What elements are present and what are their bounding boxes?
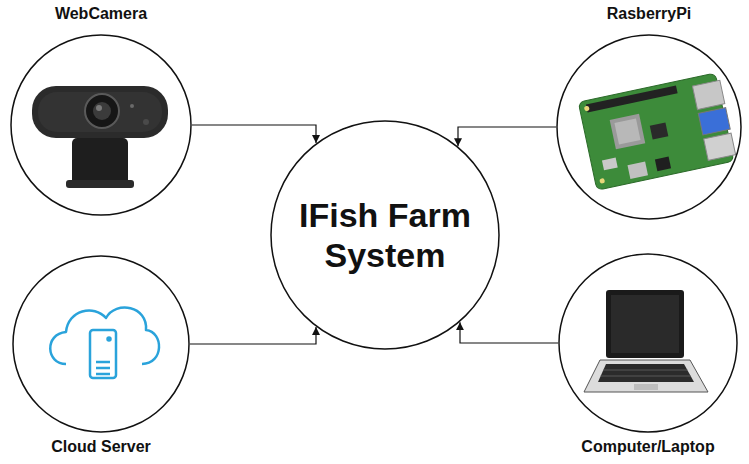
circle-outline	[558, 253, 738, 433]
circle-shape	[11, 35, 191, 215]
circle-outline	[270, 120, 500, 350]
connector-arrow	[190, 327, 316, 344]
cloud-server-icon	[50, 308, 159, 378]
circle-outline	[10, 34, 192, 216]
circle-outline	[12, 255, 190, 433]
connector-arrow	[192, 125, 316, 143]
device-label: Cloud Server	[51, 437, 151, 457]
connector-arrow	[460, 322, 558, 343]
circle-shape	[557, 35, 741, 219]
system-circle: IFish Farm System	[270, 120, 500, 350]
device-label: WebCamera	[55, 4, 147, 24]
raspberry-pi-illustration	[578, 72, 737, 190]
circle-shape	[559, 254, 737, 432]
circle-shape	[271, 121, 499, 349]
system-title: IFish Farm System	[290, 195, 480, 275]
device-label: Computer/Laptop	[581, 437, 714, 457]
device-label: RasberryPi	[607, 4, 692, 24]
laptop-illustration	[584, 290, 708, 392]
connector-arrow	[458, 127, 556, 146]
device-circle: Computer/Laptop	[558, 253, 738, 457]
device-circle: Cloud Server	[12, 255, 190, 457]
circle-shape	[13, 256, 189, 432]
device-circle: RasberryPi	[556, 4, 742, 220]
device-circle: WebCamera	[10, 4, 192, 216]
webcam-illustration	[32, 86, 168, 188]
circle-outline	[556, 34, 742, 220]
